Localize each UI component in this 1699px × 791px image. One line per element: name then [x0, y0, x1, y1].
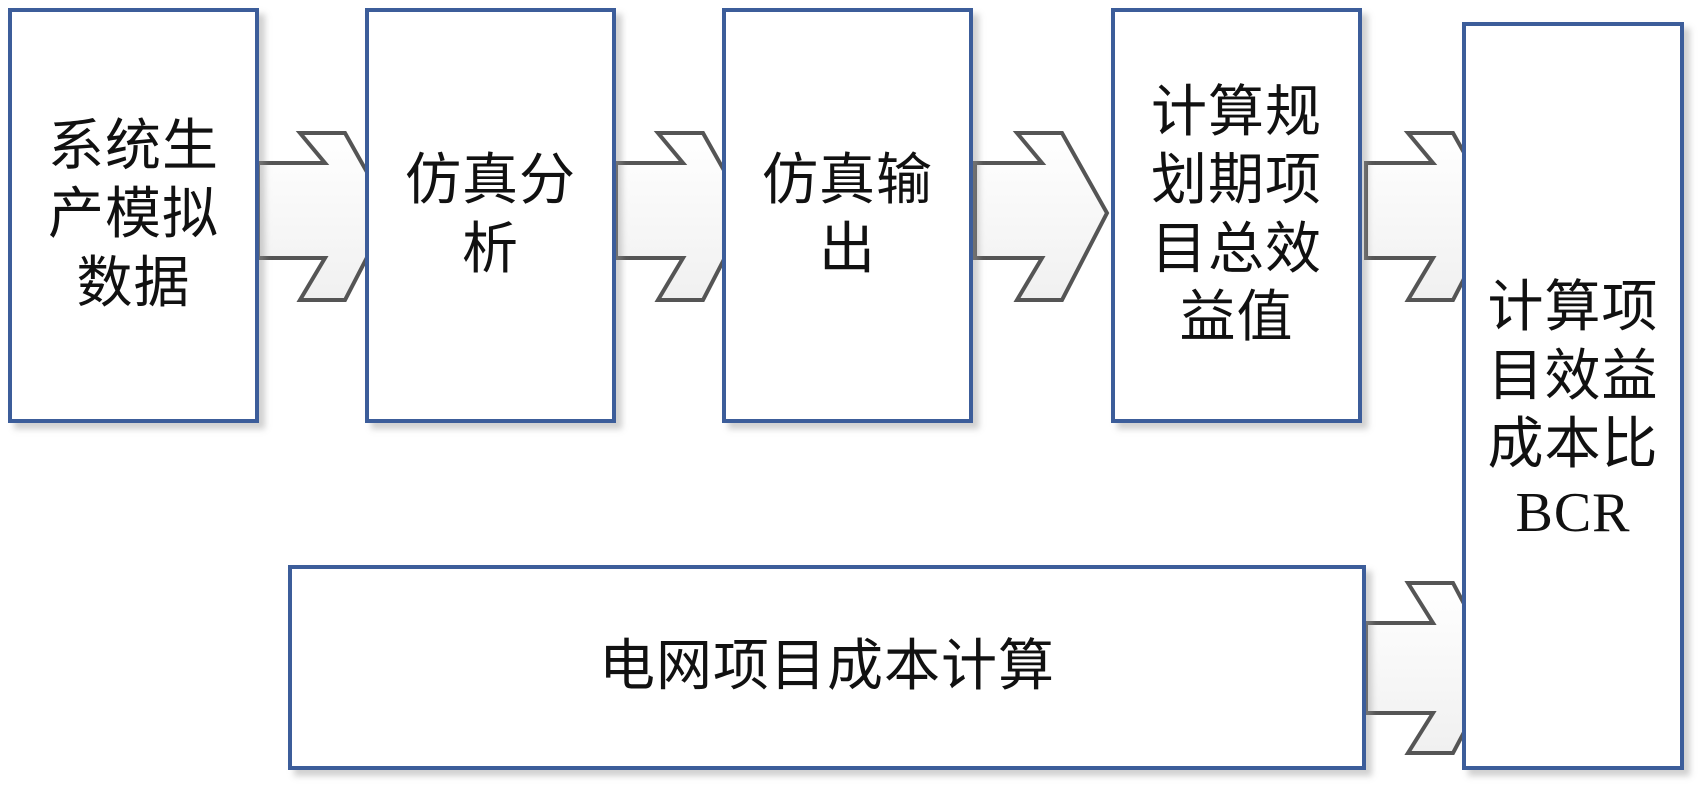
simulation-analysis-box: 仿真分析: [365, 8, 616, 423]
flow-arrow-3: [973, 131, 1110, 302]
bcr-abbreviation: BCR: [1515, 482, 1631, 545]
simulation-output-box: 仿真输出: [722, 8, 973, 423]
bcr-result-label: 计算项目效益成本比: [1487, 275, 1659, 477]
grid-cost-label: 电网项目成本计算: [599, 634, 1055, 700]
bcr-result-box: 计算项目效益成本比 BCR: [1462, 22, 1684, 770]
simulation-analysis-label: 仿真分析: [405, 148, 576, 282]
system-data-box: 系统生产模拟数据: [8, 8, 259, 423]
total-benefit-label: 计算规划期项目总效益值: [1151, 79, 1322, 350]
simulation-output-label: 仿真输出: [762, 148, 933, 282]
grid-cost-box: 电网项目成本计算: [288, 565, 1366, 770]
total-benefit-box: 计算规划期项目总效益值: [1111, 8, 1362, 423]
system-data-label: 系统生产模拟数据: [48, 114, 219, 316]
